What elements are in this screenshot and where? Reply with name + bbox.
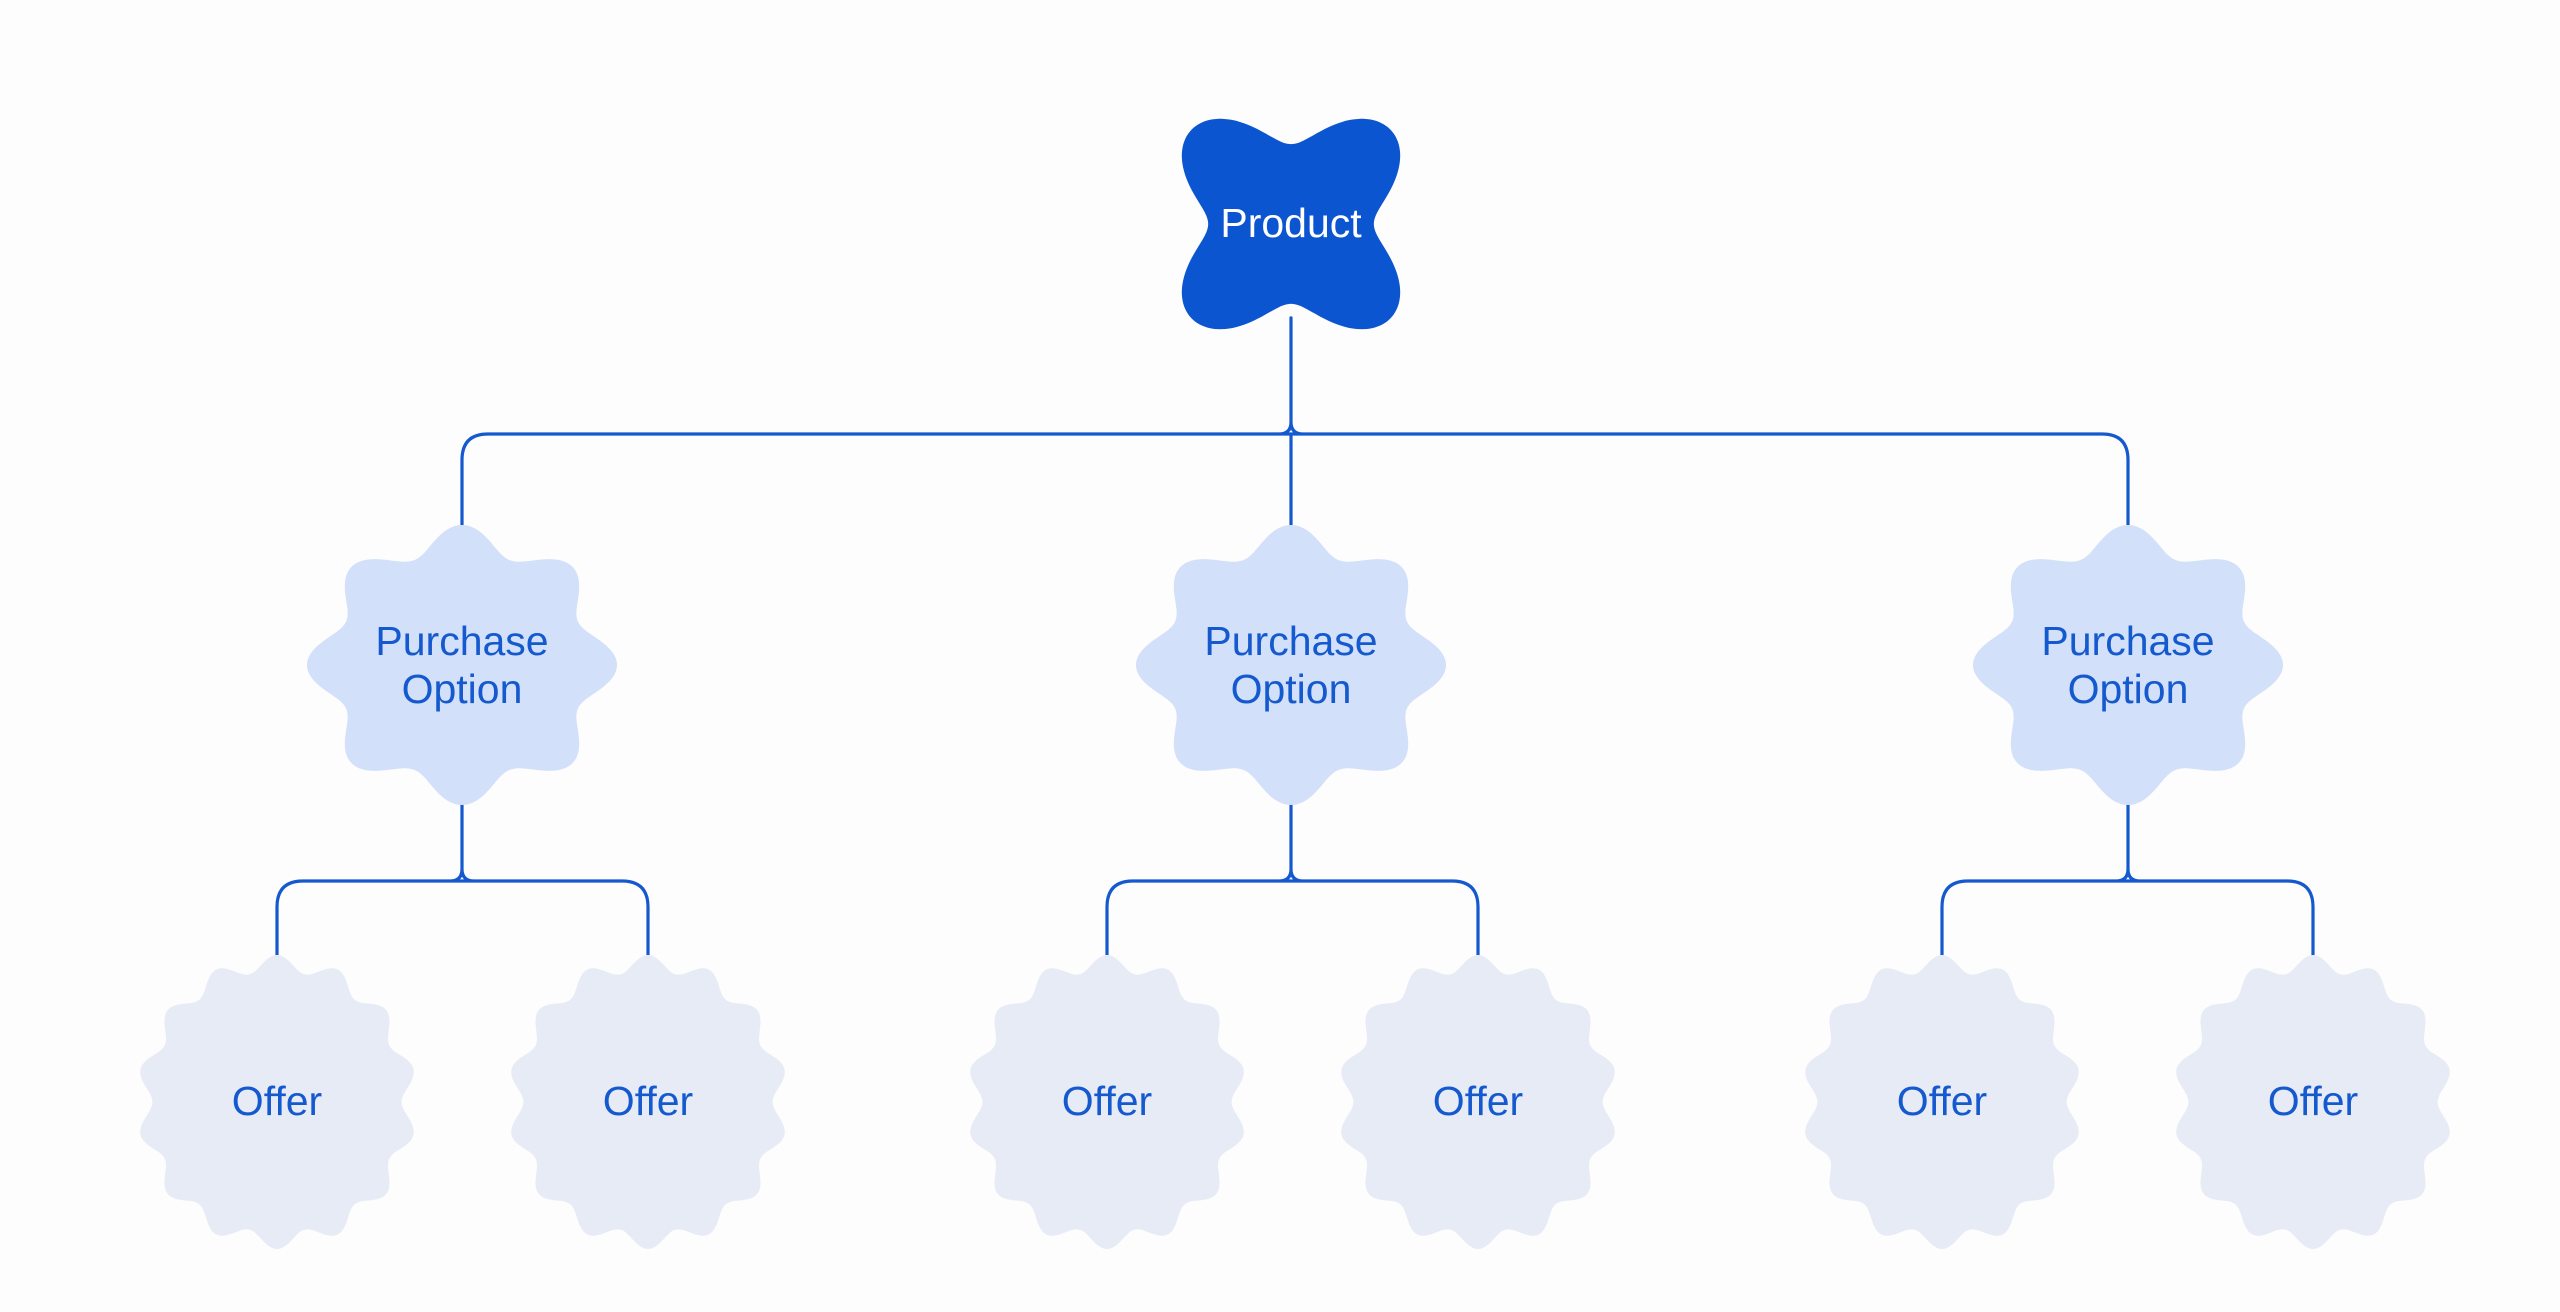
- node-product[interactable]: Product: [1181, 118, 1401, 330]
- offer-level: Offer Offer Offer Offer Offer Offer: [140, 955, 2450, 1249]
- scalloped-circle-icon: [140, 955, 414, 1249]
- connector-purchase-option-1-to-offers: [275, 775, 650, 982]
- node-offer-4[interactable]: Offer: [1341, 955, 1615, 1249]
- connector-purchase-option-3-to-offers: [1940, 775, 2315, 982]
- product-level: Product: [1181, 118, 1401, 330]
- node-offer-2[interactable]: Offer: [511, 955, 785, 1249]
- node-offer-6[interactable]: Offer: [2176, 955, 2450, 1249]
- scalloped-circle-icon: [970, 955, 1244, 1249]
- node-offer-5[interactable]: Offer: [1805, 955, 2079, 1249]
- scalloped-circle-icon: [511, 955, 785, 1249]
- connector-product-to-purchase-options: [460, 316, 2130, 555]
- scalloped-circle-icon: [1805, 955, 2079, 1249]
- node-offer-3[interactable]: Offer: [970, 955, 1244, 1249]
- connector-purchase-option-2-to-offers: [1105, 775, 1480, 982]
- eight-lobe-flower-icon: [1136, 525, 1446, 805]
- node-offer-1[interactable]: Offer: [140, 955, 414, 1249]
- connectors-layer: [275, 316, 2315, 982]
- scalloped-circle-icon: [2176, 955, 2450, 1249]
- eight-lobe-flower-icon: [1973, 525, 2283, 805]
- eight-lobe-flower-icon: [307, 525, 617, 805]
- scalloped-circle-icon: [1341, 955, 1615, 1249]
- four-lobe-flower-icon: [1181, 118, 1401, 330]
